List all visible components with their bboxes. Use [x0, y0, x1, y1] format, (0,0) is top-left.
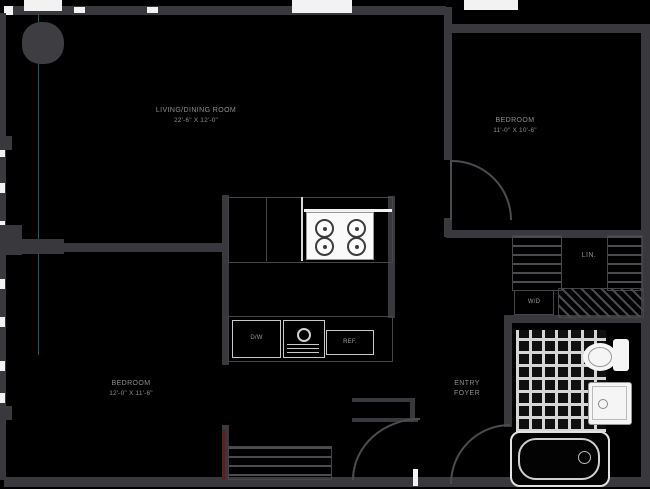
wall-pilaster	[0, 136, 12, 150]
wall-kitchen-left	[222, 195, 229, 365]
wall-foyer-stub-v	[410, 398, 415, 422]
wall-bedroom-top	[446, 24, 648, 33]
bedroom-top-name: BEDROOM	[495, 117, 535, 124]
washer-dryer-label: W/D	[527, 299, 541, 305]
glass-partition-line	[38, 14, 39, 355]
entry-foyer-label: ENTRY FOYER	[427, 379, 507, 399]
round-table	[22, 22, 64, 64]
sink-drainboard-line	[287, 344, 319, 345]
window-mullion-icon	[147, 7, 158, 13]
door-arc-entry-right	[450, 424, 510, 484]
sink-drainboard-line	[287, 348, 319, 349]
closet-shelves-left	[512, 235, 562, 291]
door-leaf-bedroom-top	[450, 160, 452, 220]
wall-kitchen-left-lower	[222, 425, 229, 480]
door-arc-bedroom-top	[452, 160, 512, 220]
bathtub-drain-icon	[578, 451, 591, 464]
washer-dryer-closet: W/D	[514, 290, 554, 315]
bedroom-bottom-name: BEDROOM	[111, 380, 151, 387]
wall-chunk	[0, 239, 64, 254]
dishwasher-label: D/W	[250, 335, 263, 341]
kitchen-counter-lower	[228, 316, 393, 362]
window-tick	[0, 147, 5, 157]
wall-divider-stub	[444, 218, 452, 237]
wall-kitchen-right	[388, 196, 395, 318]
bathtub	[510, 431, 610, 487]
closet-shelves-right	[607, 235, 643, 291]
wall-living-bedroom-divider	[444, 7, 452, 160]
window-tick	[0, 361, 5, 371]
stove-burner-icon	[315, 237, 334, 256]
wall-foyer-stub-h	[352, 398, 414, 402]
vanity-inner-rect	[592, 386, 627, 420]
sink-drainboard-line	[287, 352, 319, 353]
accent-red-line	[222, 430, 225, 480]
bedroom-bottom-label: BEDROOM 12'-0" X 11'-6"	[71, 379, 191, 399]
stove	[306, 212, 374, 260]
wall-bedroom-bottom-top	[0, 243, 227, 252]
counter-divider	[301, 197, 303, 261]
vanity-sink	[588, 382, 632, 425]
window-top-right	[464, 0, 518, 10]
burner-center-dot	[354, 226, 359, 231]
bedroom-top-label: BEDROOM 11'-0" X 10'-6"	[455, 116, 575, 136]
vanity-drain-icon	[598, 399, 608, 409]
living-room-name: LIVING/DINING ROOM	[155, 107, 237, 114]
stove-burner-icon	[347, 219, 366, 238]
toilet-bowl-inner	[588, 347, 612, 367]
counter-edge-strip	[304, 209, 392, 212]
window-tick	[0, 393, 5, 403]
entry-line1: ENTRY	[454, 380, 480, 387]
bathtub-inner	[518, 438, 600, 480]
wall-bathroom-left	[504, 323, 512, 427]
wall-bottom	[4, 477, 650, 487]
stove-burner-icon	[315, 219, 334, 238]
window-tick	[0, 317, 5, 327]
mechanical-shaft	[558, 288, 644, 318]
kitchen-counter-upper	[228, 197, 393, 263]
toilet-bowl	[583, 343, 617, 371]
stove-burner-icon	[347, 237, 366, 256]
wall-corner-cap	[4, 6, 13, 15]
window-mullion-icon	[74, 7, 85, 13]
sink	[283, 320, 325, 358]
wall-top	[4, 6, 446, 15]
wall-hallway-top	[446, 230, 648, 238]
window-balcony-door	[292, 0, 352, 13]
bedroom-closet-shelves	[228, 446, 332, 480]
dishwasher-box: D/W	[232, 320, 281, 358]
bedroom-top-dims: 11'-0" X 10'-6"	[493, 127, 537, 134]
wall-niche-top	[352, 418, 418, 422]
refrigerator-label: REF.	[343, 339, 357, 345]
burner-center-dot	[322, 226, 327, 231]
burner-center-dot	[322, 244, 327, 249]
refrigerator-box: REF.	[326, 330, 374, 355]
bedroom-bottom-dims: 12'-0" X 11'-6"	[109, 390, 153, 397]
living-room-label: LIVING/DINING ROOM 22'-6" X 12'-0"	[118, 106, 274, 126]
wall-bathroom-top	[504, 315, 646, 323]
toilet-tank	[613, 339, 629, 371]
sink-drain-icon	[297, 328, 311, 342]
window-top-left	[24, 0, 62, 11]
linen-label: LIN.	[581, 252, 597, 259]
counter-divider	[266, 197, 267, 261]
entry-line2: FOYER	[453, 390, 481, 397]
door-arc-entry-left	[352, 418, 420, 480]
window-tick	[0, 183, 5, 193]
wall-right	[641, 24, 650, 485]
living-room-dims: 22'-6" X 12'-0"	[173, 117, 219, 124]
wall-pilaster	[0, 406, 12, 420]
window-tick	[0, 279, 5, 289]
burner-center-dot	[354, 244, 359, 249]
